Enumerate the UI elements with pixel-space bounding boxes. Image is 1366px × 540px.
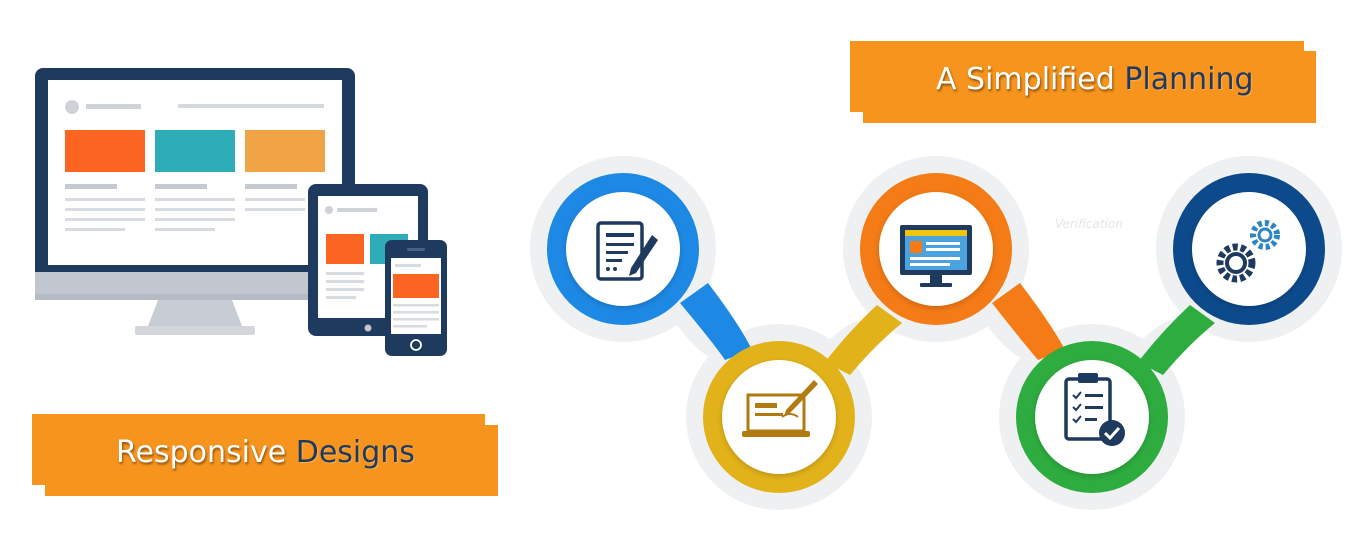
planning-title-part1: A Simplified (936, 62, 1115, 97)
step-2 (703, 341, 855, 493)
process-flow-diagram (520, 155, 1360, 515)
watermark-text: Verification (1055, 217, 1123, 231)
responsive-title-part1: Responsive (116, 435, 286, 470)
planning-title-part2: Planning (1124, 62, 1253, 97)
step-5 (1173, 173, 1325, 325)
step-4 (1016, 341, 1168, 493)
step-3 (860, 173, 1012, 325)
responsive-title-part2: Designs (296, 435, 415, 470)
planning-title: A Simplified Planning (936, 62, 1254, 97)
devices-icon (35, 68, 447, 356)
responsive-title: Responsive Designs (116, 435, 415, 470)
step-1 (547, 173, 699, 325)
responsive-devices-illustration (30, 62, 450, 362)
